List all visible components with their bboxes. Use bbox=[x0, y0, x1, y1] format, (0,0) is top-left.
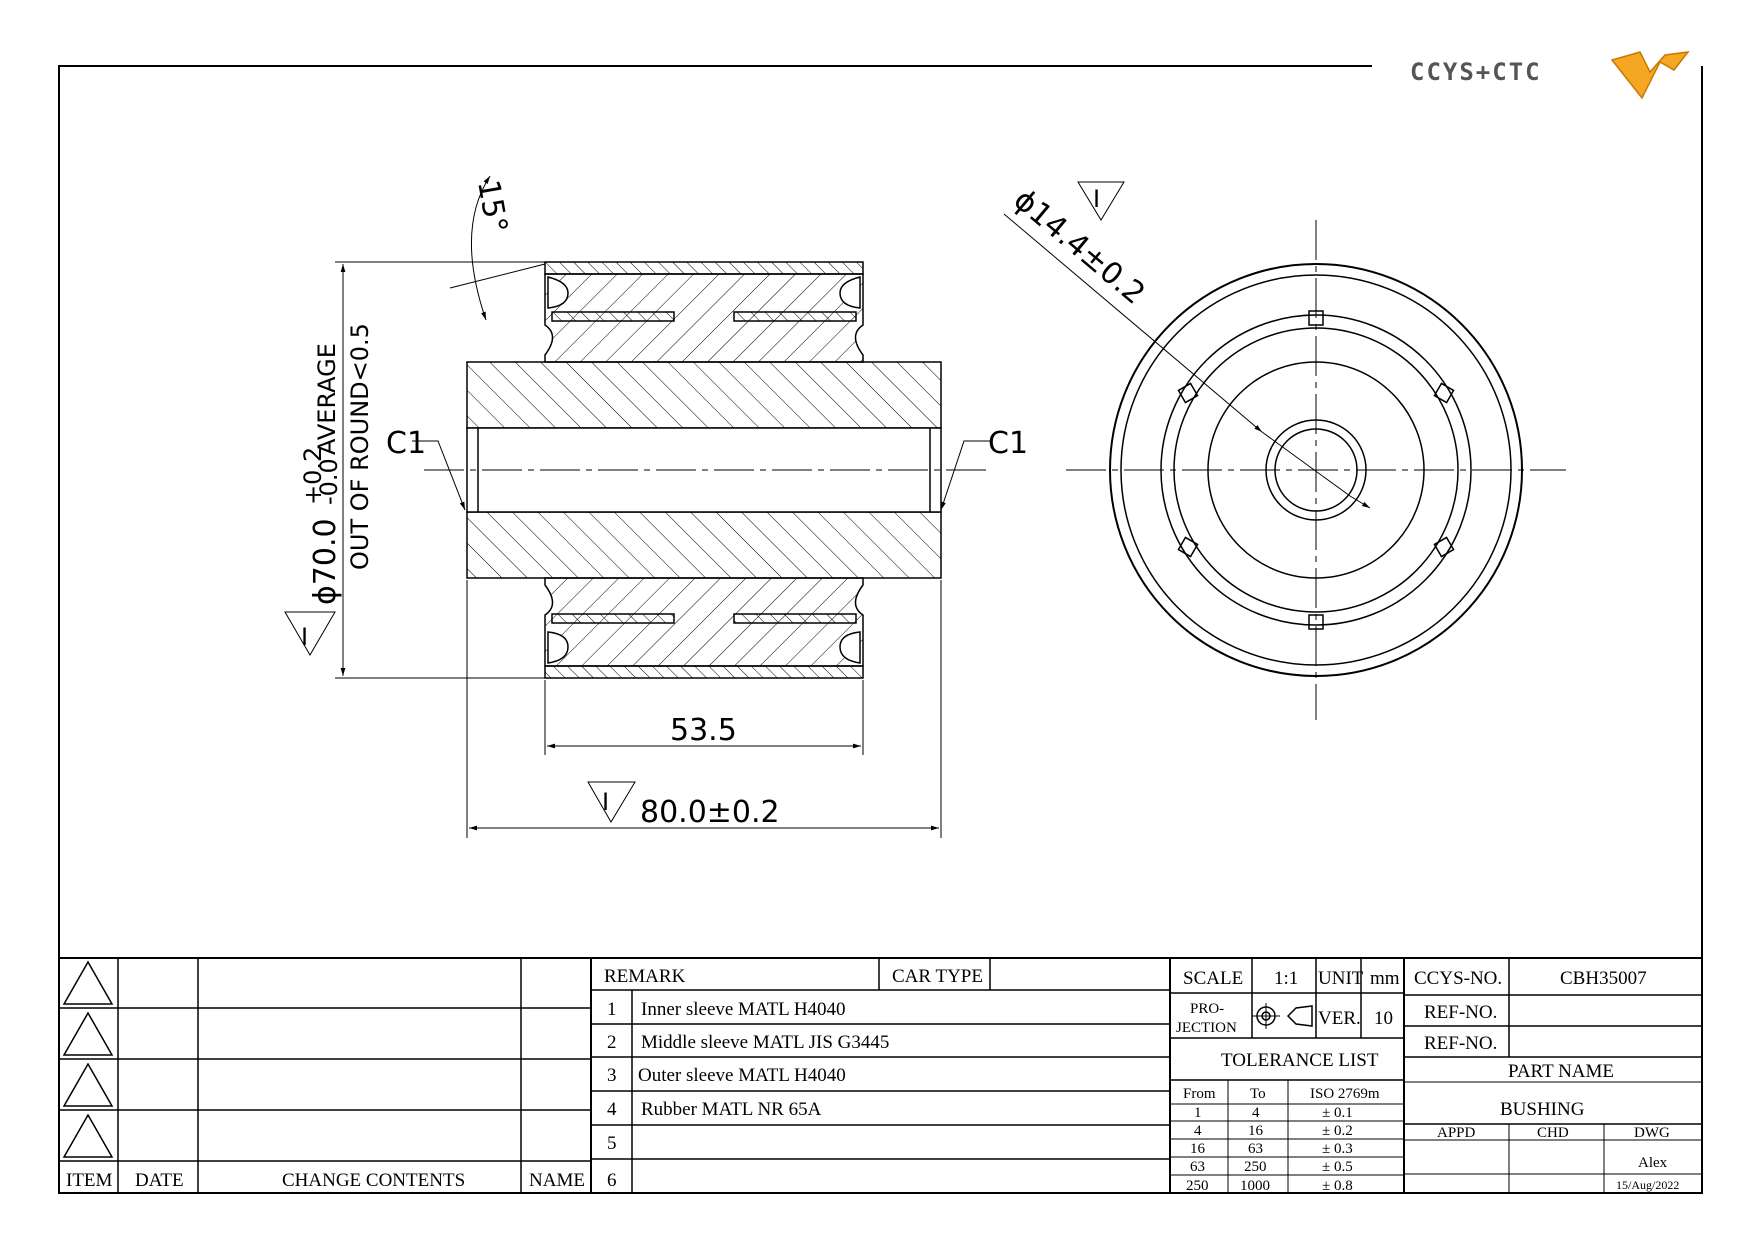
note-out-of-round: OUT OF ROUND<0.5 bbox=[346, 323, 374, 570]
dim-width-inner: 53.5 bbox=[670, 713, 737, 748]
tol-value-5: ± 0.8 bbox=[1322, 1178, 1353, 1194]
logo-mark bbox=[1610, 51, 1690, 100]
inner-sleeve-bottom bbox=[466, 511, 942, 579]
datum-label-diameter: I bbox=[301, 623, 308, 651]
scale-label: SCALE bbox=[1183, 968, 1243, 989]
tol-to-5: 1000 bbox=[1240, 1178, 1270, 1194]
datum-label-length: I bbox=[602, 788, 609, 816]
tol-header-iso: ISO 2769m bbox=[1310, 1086, 1380, 1102]
section-dimension-text: C1 C1 53.5 80.0±0.2 I I ϕ70.0 +0.2 -0.0 … bbox=[299, 177, 1028, 830]
car-type-header: CAR TYPE bbox=[892, 966, 983, 987]
outer-sleeve-bottom bbox=[544, 665, 864, 679]
remark-no-2: 2 bbox=[607, 1032, 617, 1053]
datum-label-bore: I bbox=[1093, 185, 1100, 213]
tol-header-to: To bbox=[1250, 1086, 1266, 1102]
company-logo: CCYS+CTC bbox=[1410, 51, 1690, 100]
dim-tol-plus: +0.2 bbox=[299, 447, 327, 505]
middle-sleeve-top-right bbox=[733, 311, 857, 322]
remark-no-3: 3 bbox=[607, 1065, 617, 1086]
dim-tol-minus: -0.0 bbox=[315, 458, 343, 505]
tol-from-4: 63 bbox=[1190, 1159, 1205, 1175]
ver-label: VER. bbox=[1318, 1008, 1361, 1029]
middle-sleeve-bottom-left bbox=[551, 613, 675, 624]
logo-text: CCYS+CTC bbox=[1410, 58, 1542, 86]
remark-text-1: Inner sleeve MATL H4040 bbox=[641, 999, 846, 1020]
tol-to-2: 16 bbox=[1248, 1123, 1264, 1139]
remark-no-1: 1 bbox=[607, 999, 617, 1020]
section-dimensions bbox=[284, 175, 990, 838]
projection-label-2: JECTION bbox=[1176, 1020, 1237, 1036]
note-average: AVERAGE bbox=[313, 343, 341, 455]
dim-diameter-outer: ϕ70.0 bbox=[308, 518, 343, 605]
rubber-bottom bbox=[544, 577, 864, 667]
remark-no-6: 6 bbox=[607, 1170, 617, 1191]
tolerance-title: TOLERANCE LIST bbox=[1221, 1050, 1379, 1071]
ref-no-label-2: REF-NO. bbox=[1424, 1033, 1497, 1054]
unit-value: mm bbox=[1370, 968, 1400, 989]
middle-sleeve-bottom-right bbox=[733, 613, 857, 624]
dim-chamfer-left: C1 bbox=[386, 426, 426, 461]
dim-chamfer-right: C1 bbox=[988, 426, 1028, 461]
tol-from-3: 16 bbox=[1190, 1141, 1206, 1157]
ccys-no-label: CCYS-NO. bbox=[1414, 968, 1502, 989]
tol-from-2: 4 bbox=[1194, 1123, 1202, 1139]
scale-value: 1:1 bbox=[1274, 968, 1298, 989]
bottom-block-text: ITEM DATE CHANGE CONTENTS NAME REMARK CA… bbox=[66, 966, 1679, 1194]
ver-value: 10 bbox=[1374, 1008, 1393, 1029]
tol-to-3: 63 bbox=[1248, 1141, 1263, 1157]
end-view bbox=[1003, 181, 1566, 720]
dwg-date: 15/Aug/2022 bbox=[1616, 1178, 1679, 1192]
tol-value-4: ± 0.5 bbox=[1322, 1159, 1353, 1175]
section-view bbox=[424, 261, 990, 679]
dim-length-overall: 80.0±0.2 bbox=[640, 795, 780, 830]
unit-label: UNIT bbox=[1318, 968, 1364, 989]
remark-header: REMARK bbox=[604, 966, 686, 987]
ccys-no-value: CBH35007 bbox=[1560, 968, 1647, 989]
ref-no-label-1: REF-NO. bbox=[1424, 1002, 1497, 1023]
part-name-label: PART NAME bbox=[1508, 1061, 1614, 1082]
dim-angle: 15° bbox=[470, 177, 514, 235]
sheet-border bbox=[58, 65, 1703, 1194]
rev-header-date: DATE bbox=[135, 1170, 184, 1191]
tol-value-1: ± 0.1 bbox=[1322, 1105, 1353, 1121]
end-view-text: I ϕ14.4±0.2 bbox=[1007, 182, 1152, 311]
remark-no-4: 4 bbox=[607, 1099, 617, 1120]
middle-sleeve-top-left bbox=[551, 311, 675, 322]
rev-header-name: NAME bbox=[529, 1170, 585, 1191]
tol-from-5: 250 bbox=[1186, 1178, 1209, 1194]
bottom-block-lines bbox=[59, 957, 1702, 1193]
tol-to-4: 250 bbox=[1244, 1159, 1267, 1175]
remark-text-2: Middle sleeve MATL JIS G3445 bbox=[641, 1032, 889, 1053]
projection-label-1: PRO- bbox=[1190, 1001, 1224, 1017]
tol-to-1: 4 bbox=[1252, 1105, 1260, 1121]
dwg-name: Alex bbox=[1638, 1155, 1668, 1171]
tol-from-1: 1 bbox=[1194, 1105, 1202, 1121]
chd-label: CHD bbox=[1537, 1125, 1569, 1141]
tol-value-3: ± 0.3 bbox=[1322, 1141, 1353, 1157]
remark-text-3: Outer sleeve MATL H4040 bbox=[638, 1065, 846, 1086]
tol-header-from: From bbox=[1183, 1086, 1216, 1102]
tol-value-2: ± 0.2 bbox=[1322, 1123, 1353, 1139]
outer-sleeve-top bbox=[544, 261, 864, 275]
remark-text-4: Rubber MATL NR 65A bbox=[641, 1099, 822, 1120]
dim-diameter-bore: ϕ14.4±0.2 bbox=[1007, 182, 1152, 311]
remark-no-5: 5 bbox=[607, 1133, 617, 1154]
rev-header-change: CHANGE CONTENTS bbox=[282, 1170, 465, 1191]
dwg-label: DWG bbox=[1634, 1125, 1670, 1141]
appd-label: APPD bbox=[1437, 1125, 1476, 1141]
rev-header-item: ITEM bbox=[66, 1170, 113, 1191]
part-name-value: BUSHING bbox=[1500, 1099, 1585, 1120]
inner-sleeve-top bbox=[466, 361, 942, 429]
